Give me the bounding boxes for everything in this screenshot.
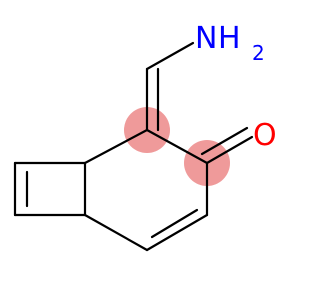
bond-c4-c5: [83, 213, 149, 252]
bond-c2-o-inner: [200, 126, 249, 156]
bond-c3-c4-inner: [150, 208, 199, 239]
amine-h-count: 2: [252, 41, 265, 65]
amine-h-label: H: [218, 21, 241, 56]
bond-c1-c2: [145, 128, 209, 165]
bond-c2-o: [205, 135, 254, 165]
bond-c3-c4: [145, 213, 209, 252]
bond-c9-n: [145, 41, 195, 71]
molecule-drawing: N H 2 O: [13, 21, 277, 252]
bond-c6-c1: [83, 128, 149, 165]
amine-n-label: N: [195, 21, 217, 56]
structure-canvas: N H 2 O: [13, 21, 277, 252]
carbonyl-o-label: O: [253, 118, 277, 153]
